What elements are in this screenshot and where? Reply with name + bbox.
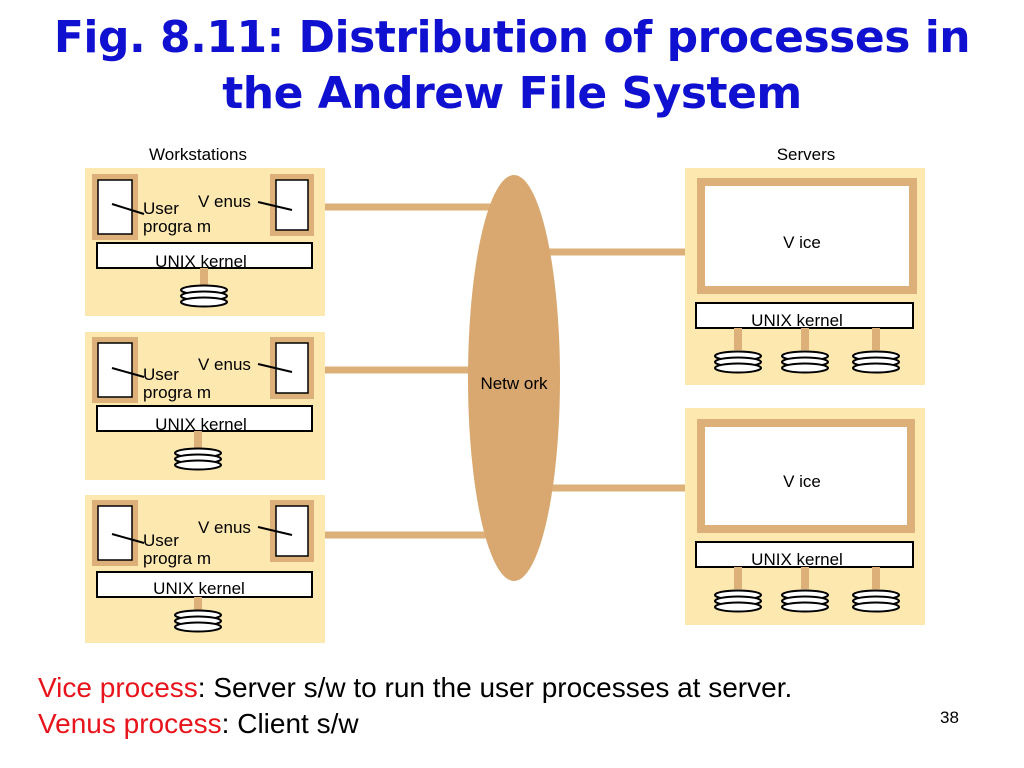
disk-icon [714, 350, 762, 374]
vice-label: V ice [783, 233, 821, 252]
user-label: User [143, 199, 179, 218]
venus-description: : Client s/w [221, 708, 359, 739]
disk-icon [852, 350, 900, 374]
disk-icon [180, 284, 228, 308]
workstation: User progra m V enus UNIX kernel [85, 168, 325, 316]
unix-kernel-label: UNIX kernel [751, 311, 843, 330]
vice-description: : Server s/w to run the user processes a… [197, 672, 793, 703]
slide-title: Fig. 8.11: Distribution of processes in … [0, 10, 1024, 122]
unix-kernel-box [96, 571, 313, 598]
footer-notes: Vice process: Server s/w to run the user… [38, 670, 998, 742]
workstation: User progra m V enus UNIX kernel [85, 332, 325, 480]
disk-icon [852, 589, 900, 613]
user-label: User [143, 531, 179, 550]
unix-kernel-box [695, 302, 914, 329]
vice-label: V ice [783, 472, 821, 491]
venus-label: V enus [198, 518, 251, 537]
program-label: progra m [143, 383, 211, 402]
disk-icon [174, 447, 222, 471]
title-line-1: Fig. 8.11: Distribution of processes in [53, 12, 971, 63]
unix-kernel-box [96, 242, 313, 269]
unix-kernel-label: UNIX kernel [155, 415, 247, 434]
unix-kernel-box [695, 541, 914, 568]
network-label: Netw ork [480, 374, 548, 393]
venus-note: Venus process: Client s/w [38, 706, 998, 742]
unix-kernel-label: UNIX kernel [155, 252, 247, 271]
user-label: User [143, 365, 179, 384]
title-line-2: the Andrew File System [222, 68, 802, 119]
venus-label: V enus [198, 192, 251, 211]
disk-icon [174, 609, 222, 633]
unix-kernel-box [96, 405, 313, 432]
unix-kernel-label: UNIX kernel [153, 579, 245, 598]
vice-term: Vice process [38, 672, 198, 703]
disk-icon [781, 350, 829, 374]
program-label: progra m [143, 549, 211, 568]
workstations-label: Workstations [149, 145, 247, 164]
server: V ice UNIX kernel [685, 408, 925, 625]
venus-term: Venus process [38, 708, 222, 739]
servers-label: Servers [777, 145, 836, 164]
venus-label: V enus [198, 355, 251, 374]
disk-icon [781, 589, 829, 613]
page-number: 38 [940, 708, 959, 727]
disk-icon [714, 589, 762, 613]
network-ellipse [468, 175, 560, 581]
workstation: User progra m V enus UNIX kernel [85, 495, 325, 643]
unix-kernel-label: UNIX kernel [751, 550, 843, 569]
server: V ice UNIX kernel [685, 168, 925, 385]
program-label: progra m [143, 217, 211, 236]
vice-note: Vice process: Server s/w to run the user… [38, 670, 998, 706]
